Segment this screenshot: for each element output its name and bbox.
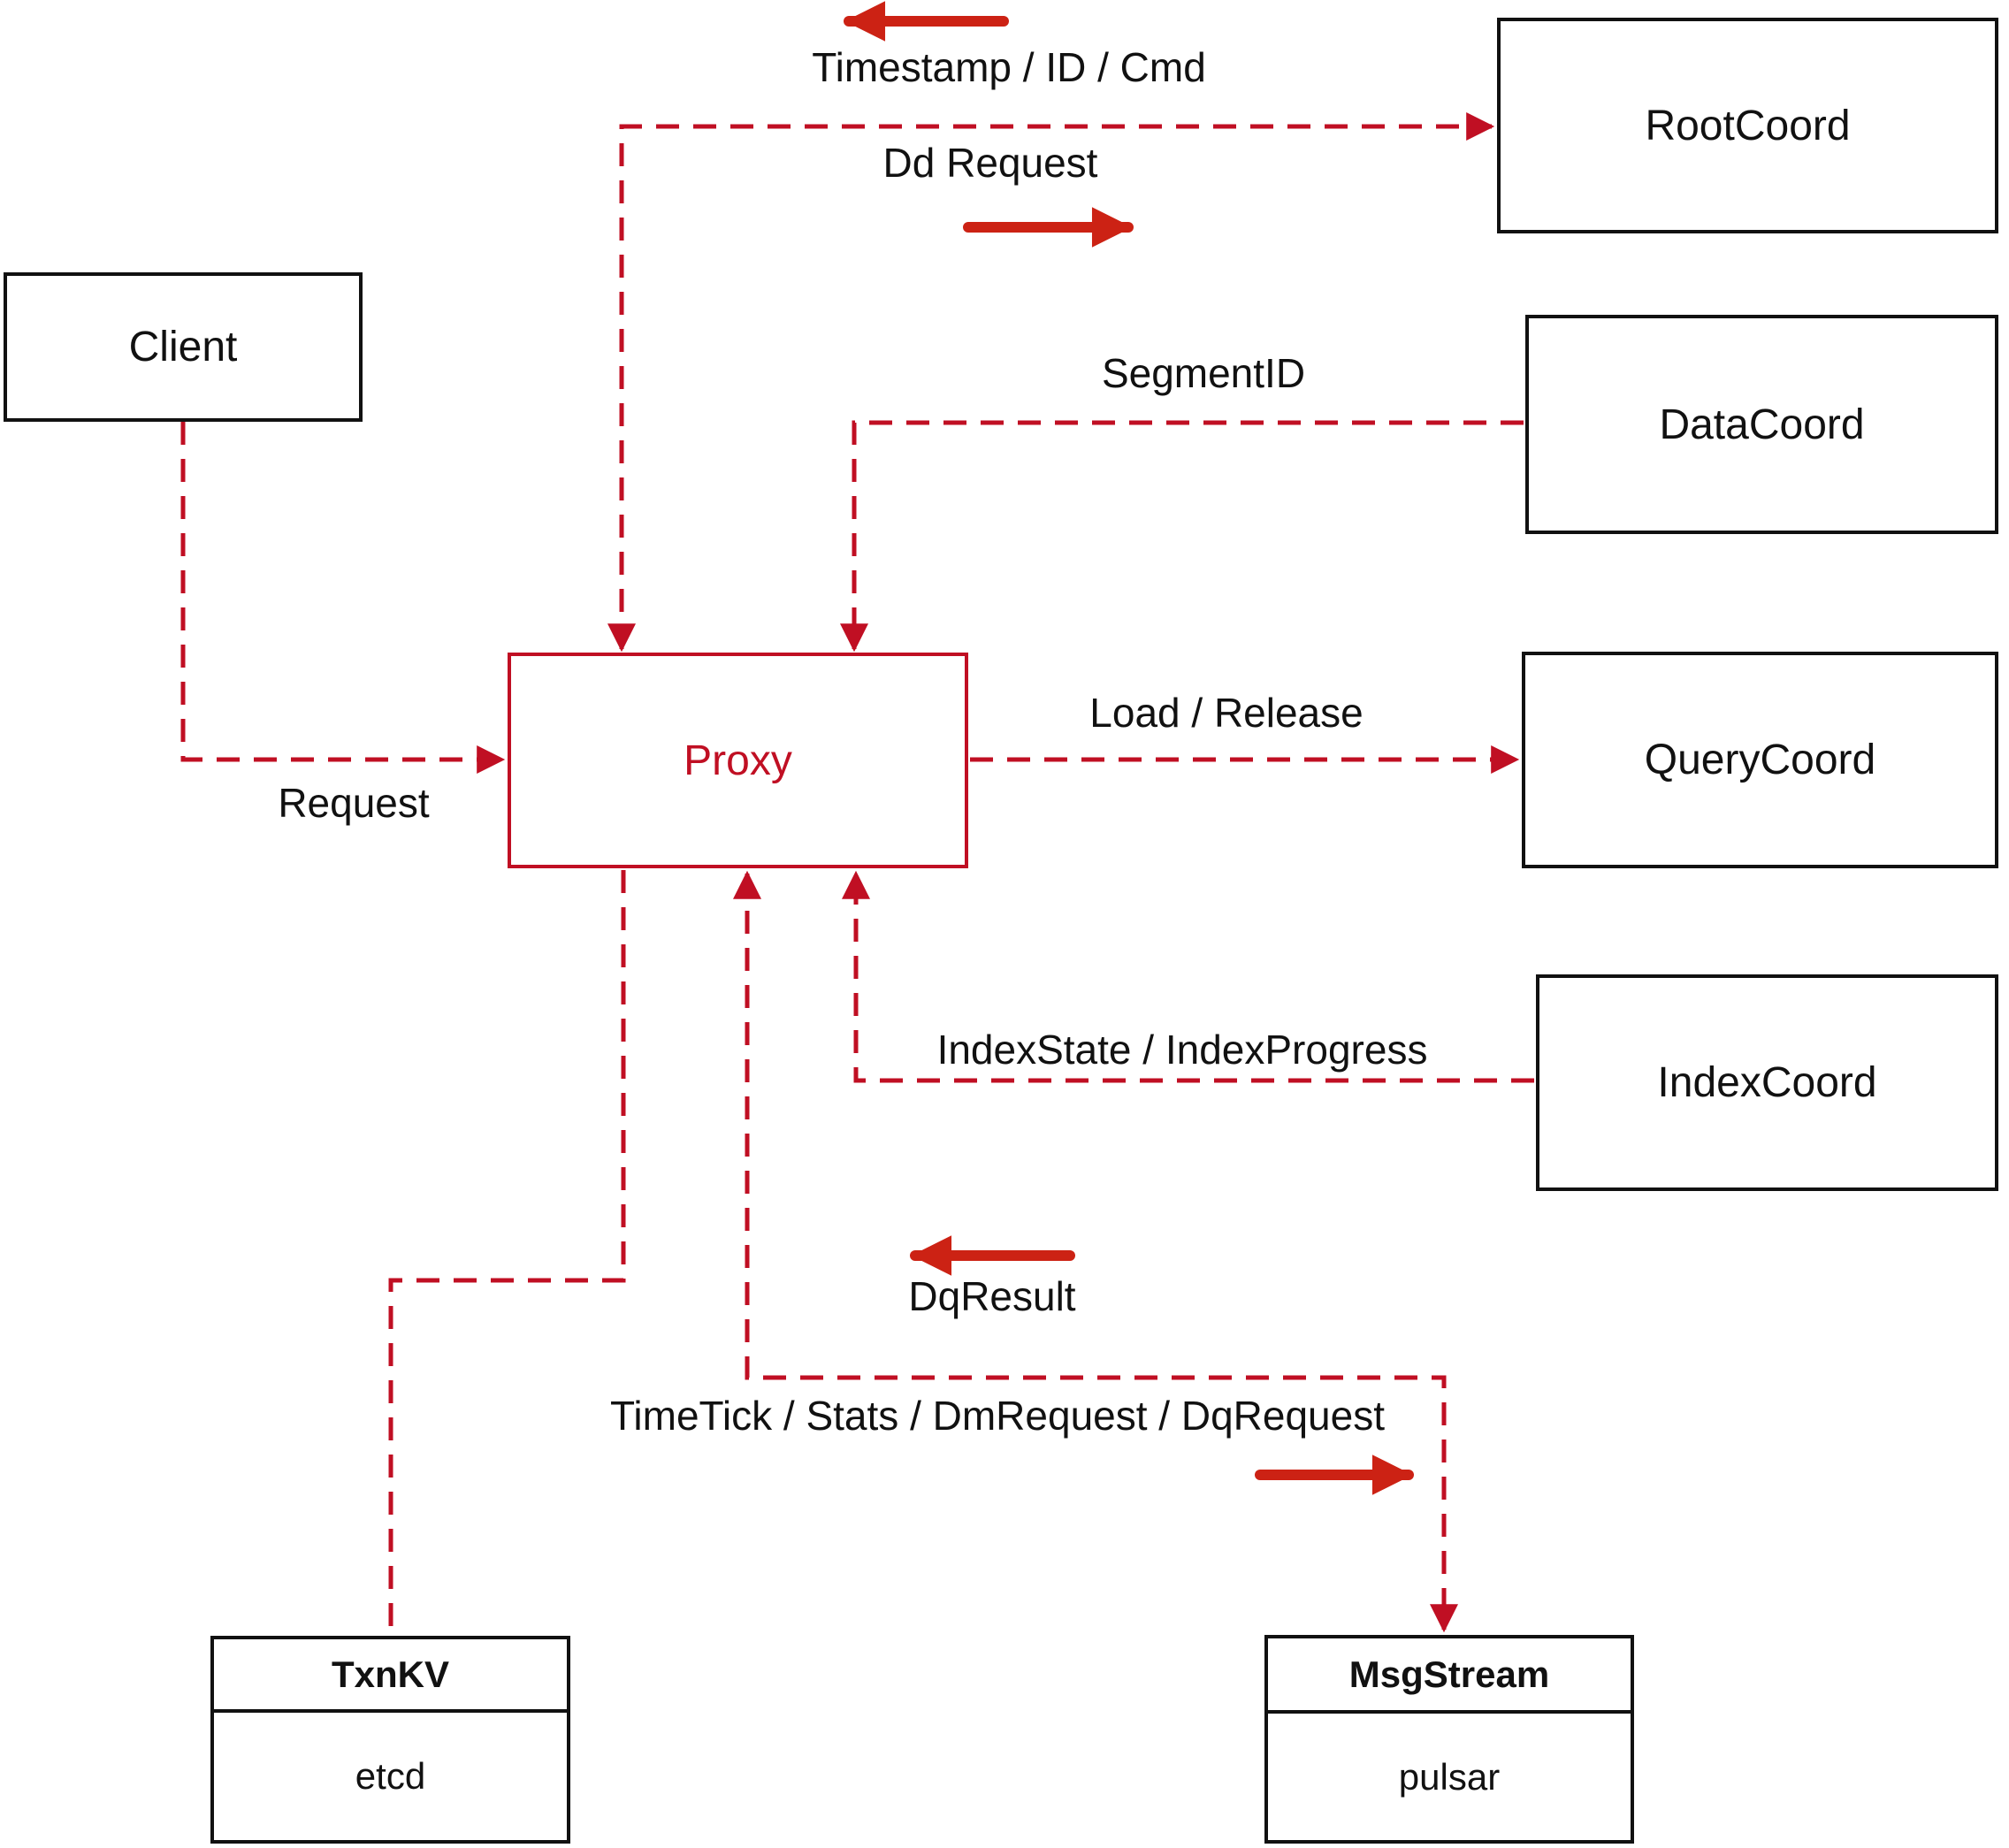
querycoord-node-label: QueryCoord (1644, 737, 1876, 783)
datacoord-node-label: DataCoord (1659, 401, 1865, 448)
msgstream-node-title: MsgStream (1268, 1638, 1631, 1714)
timestamp-id-cmd-label: Timestamp / ID / Cmd (812, 44, 1206, 90)
proxy-node: Proxy (508, 653, 968, 868)
txnkv-node-title: TxnKV (214, 1639, 567, 1713)
client-node-label: Client (128, 324, 238, 370)
edge-proxy-rootcoord (607, 111, 1495, 653)
msgstream-node: MsgStream pulsar (1264, 1635, 1634, 1844)
rootcoord-node-label: RootCoord (1645, 102, 1851, 149)
querycoord-node: QueryCoord (1522, 652, 1998, 868)
edge-proxy-msgstream (732, 870, 1459, 1633)
txnkv-node-impl: etcd (355, 1755, 426, 1797)
request-label: Request (278, 780, 430, 826)
indexcoord-node-label: IndexCoord (1657, 1059, 1877, 1106)
msgstream-node-impl: pulsar (1398, 1755, 1501, 1798)
edge-datacoord-proxy (839, 420, 1524, 653)
rootcoord-node: RootCoord (1497, 18, 1998, 233)
edge-client-proxy (180, 422, 506, 775)
load-release-label: Load / Release (1089, 690, 1364, 736)
client-node: Client (4, 272, 363, 422)
datacoord-node: DataCoord (1525, 315, 1998, 534)
segment-id-label: SegmentID (1101, 350, 1306, 396)
dd-request-label: Dd Request (882, 140, 1098, 186)
txnkv-node: TxnKV etcd (210, 1636, 570, 1844)
proxy-node-label: Proxy (684, 737, 792, 784)
time-tick-label: TimeTick / Stats / DmRequest / DqRequest (610, 1393, 1385, 1439)
edge-proxy-txnkv (388, 870, 626, 1634)
dq-result-label: DqResult (908, 1273, 1076, 1319)
indexcoord-node: IndexCoord (1536, 974, 1998, 1191)
index-state-progress-label: IndexState / IndexProgress (936, 1027, 1428, 1073)
